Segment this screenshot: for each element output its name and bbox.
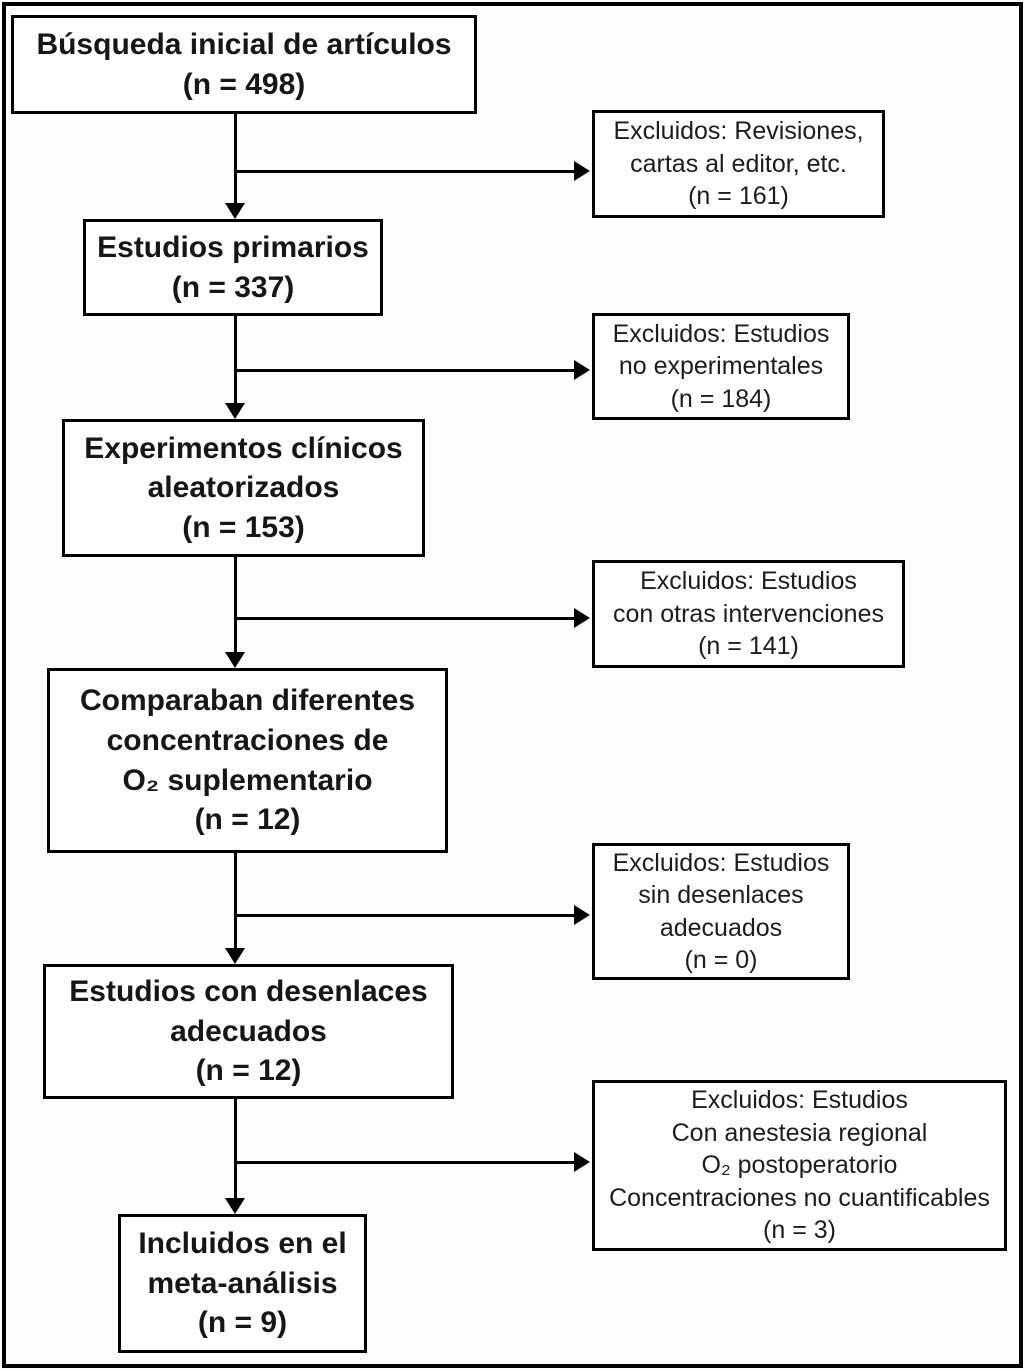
arrow-head-down-icon (225, 948, 245, 964)
arrow-head-down-icon (225, 652, 245, 668)
flow-box-incluidos-meta-analisis: Incluidos en el meta-análisis (n = 9) (118, 1214, 367, 1353)
arrow-line (234, 114, 237, 205)
arrow-head-right-icon (574, 360, 590, 380)
arrow-head-down-icon (225, 203, 245, 219)
exclusion-box-sin-desenlaces-label: Excluidos: Estudios sin desenlaces adecu… (612, 848, 830, 975)
arrow-line (235, 1161, 574, 1164)
arrow-line (234, 1099, 237, 1200)
flow-box-comparaban-concentraciones-label: Comparaban diferentes concentraciones de… (79, 684, 416, 837)
arrow-line (235, 914, 574, 917)
arrow-line (235, 617, 574, 620)
flow-box-estudios-desenlaces-adecuados: Estudios con desenlaces adecuados (n = 1… (43, 964, 454, 1099)
flow-box-busqueda-inicial: Búsqueda inicial de artículos (n = 498) (11, 15, 477, 114)
exclusion-box-no-experimentales: Excluidos: Estudios no experimentales (n… (592, 313, 850, 420)
arrow-head-right-icon (574, 608, 590, 628)
flow-box-experimentos-clinicos-label: Experimentos clínicos aleatorizados (n =… (84, 431, 403, 544)
exclusion-box-no-experimentales-label: Excluidos: Estudios no experimentales (n… (612, 319, 830, 413)
exclusion-box-otras-intervenciones: Excluidos: Estudios con otras intervenci… (592, 560, 905, 668)
flow-box-experimentos-clinicos: Experimentos clínicos aleatorizados (n =… (62, 419, 425, 557)
arrow-head-right-icon (574, 1152, 590, 1172)
arrow-line (234, 557, 237, 654)
arrow-line (234, 316, 237, 405)
exclusion-box-revisiones-label: Excluidos: Revisiones, cartas al editor,… (613, 117, 864, 211)
arrow-head-right-icon (574, 905, 590, 925)
flow-box-estudios-primarios: Estudios primarios (n = 337) (83, 219, 383, 316)
flow-box-comparaban-concentraciones: Comparaban diferentes concentraciones de… (47, 668, 448, 853)
arrow-head-down-icon (225, 1198, 245, 1214)
flow-box-busqueda-inicial-label: Búsqueda inicial de artículos (n = 498) (36, 27, 452, 101)
arrow-head-down-icon (225, 403, 245, 419)
exclusion-box-revisiones: Excluidos: Revisiones, cartas al editor,… (592, 110, 885, 218)
flow-box-estudios-desenlaces-adecuados-label: Estudios con desenlaces adecuados (n = 1… (69, 975, 428, 1088)
arrow-head-right-icon (574, 161, 590, 181)
exclusion-box-varios: Excluidos: Estudios Con anestesia region… (592, 1080, 1007, 1251)
exclusion-box-sin-desenlaces: Excluidos: Estudios sin desenlaces adecu… (592, 843, 850, 980)
flow-box-incluidos-meta-analisis-label: Incluidos en el meta-análisis (n = 9) (138, 1227, 347, 1340)
flow-box-estudios-primarios-label: Estudios primarios (n = 337) (97, 230, 369, 304)
exclusion-box-varios-label: Excluidos: Estudios Con anestesia region… (609, 1086, 990, 1245)
arrow-line (235, 170, 574, 173)
arrow-line (234, 853, 237, 950)
arrow-line (235, 369, 574, 372)
exclusion-box-otras-intervenciones-label: Excluidos: Estudios con otras intervenci… (613, 567, 884, 661)
